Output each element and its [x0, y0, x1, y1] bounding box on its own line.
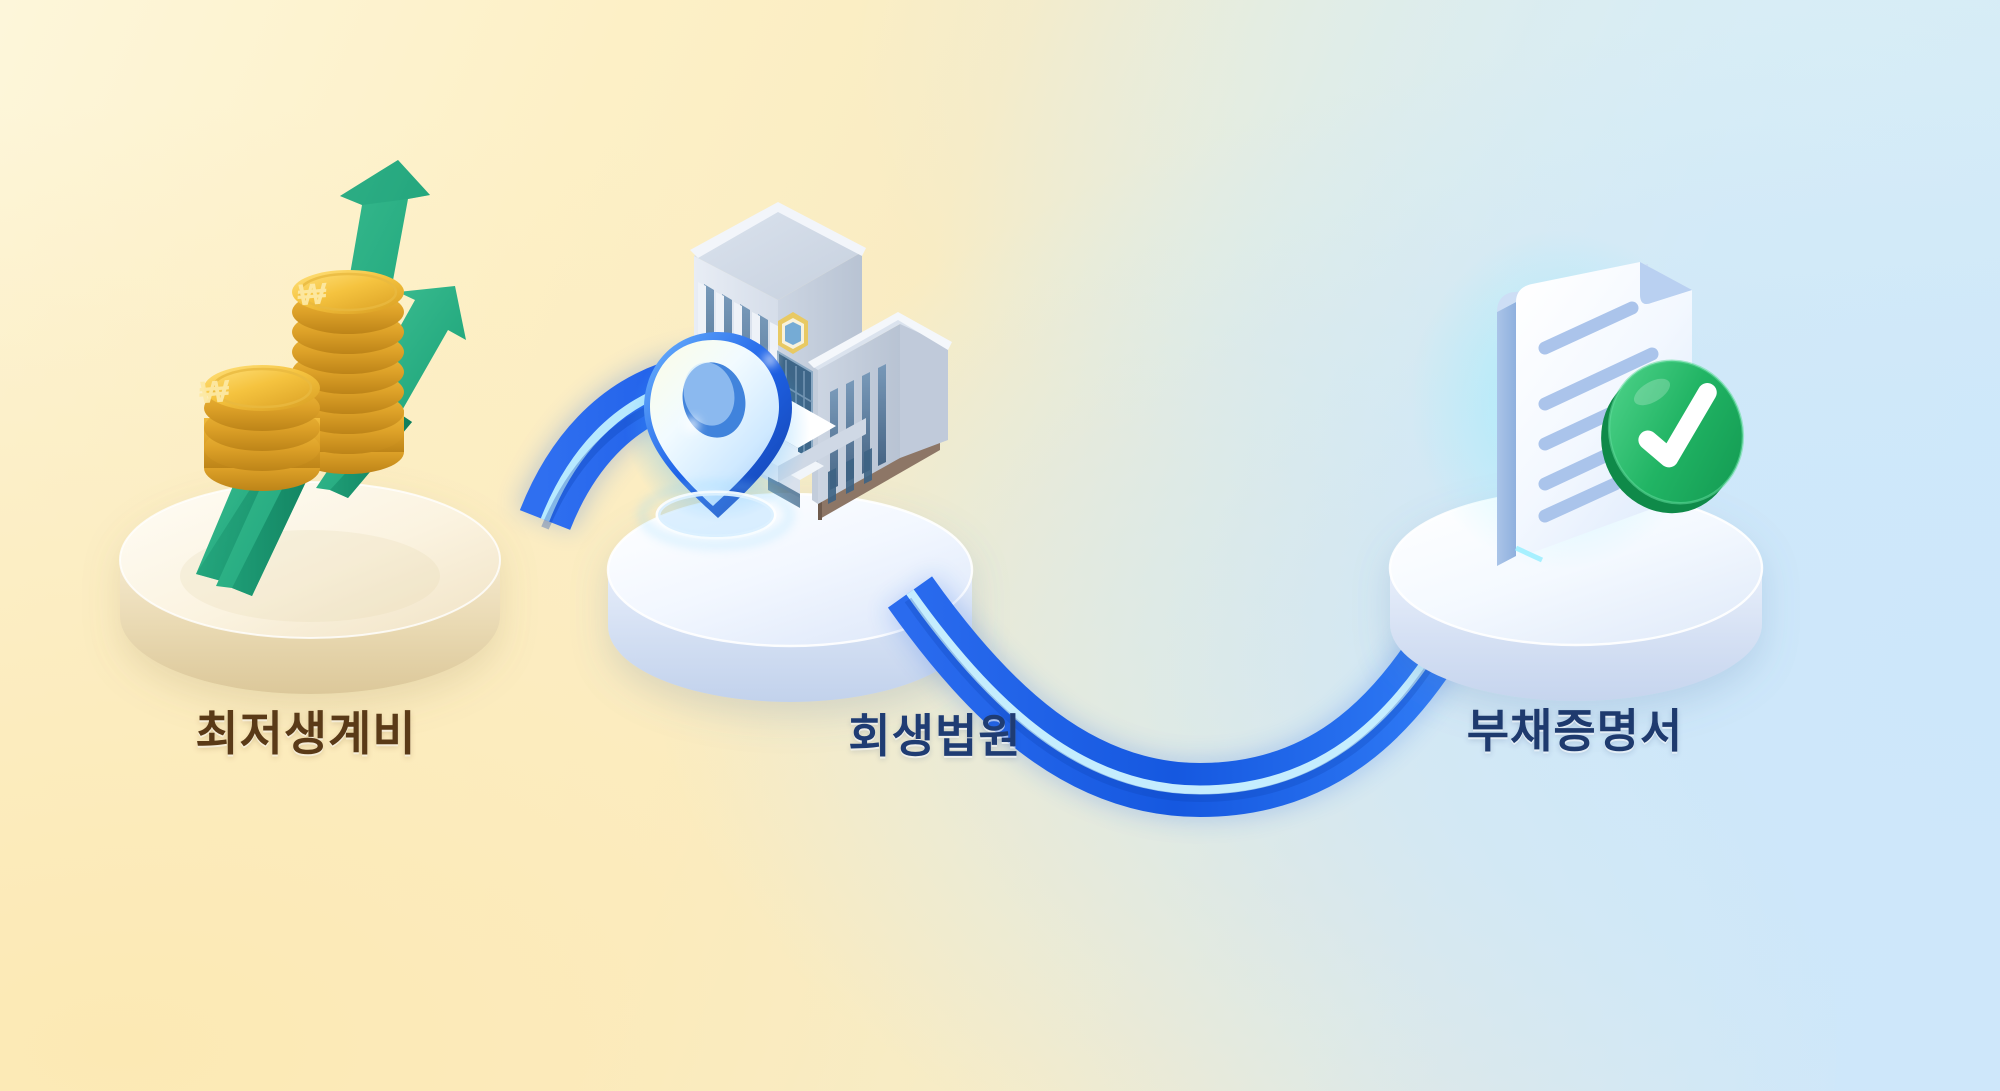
pedestal-step-1	[119, 481, 501, 694]
map-pin-icon[interactable]	[626, 332, 810, 549]
check-circle-icon	[1601, 359, 1745, 514]
step-label-debt-certificate: 부채증명서	[1466, 705, 1684, 757]
svg-text:₩: ₩	[297, 277, 328, 312]
coin-stack-icon-short: ₩	[199, 365, 320, 491]
step-label-min-cost-of-living: 최저생계비	[195, 707, 417, 760]
svg-text:₩: ₩	[199, 373, 231, 410]
court-emblem-icon	[778, 312, 808, 354]
step-label-rehabilitation-court: 회생법원	[848, 710, 1022, 762]
pedestal-step-2	[606, 492, 974, 702]
connector-step2-to-step3	[884, 574, 1467, 822]
